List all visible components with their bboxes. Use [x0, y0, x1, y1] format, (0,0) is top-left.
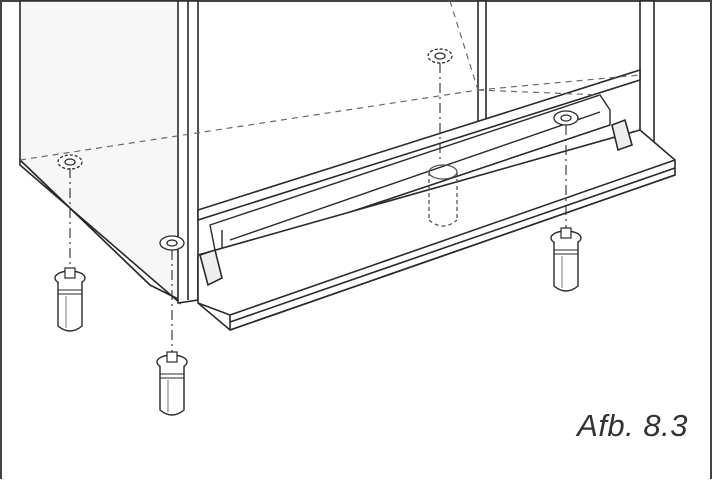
bottom-crossbar: [197, 68, 641, 222]
front-post: [177, 0, 199, 304]
adjustable-foot-front: [156, 351, 188, 416]
cabinet-side-panel: [19, 0, 181, 305]
hidden-edges: [19, 0, 641, 161]
foot-centre-lines: [69, 63, 567, 352]
mounting-holes: [57, 48, 579, 251]
figure-caption: Afb. 8.3: [577, 408, 688, 443]
adjustable-foot-left: [54, 267, 86, 332]
plinth-board: [197, 118, 676, 331]
adjustable-foot-right: [550, 227, 582, 292]
hidden-foot: [428, 164, 458, 227]
